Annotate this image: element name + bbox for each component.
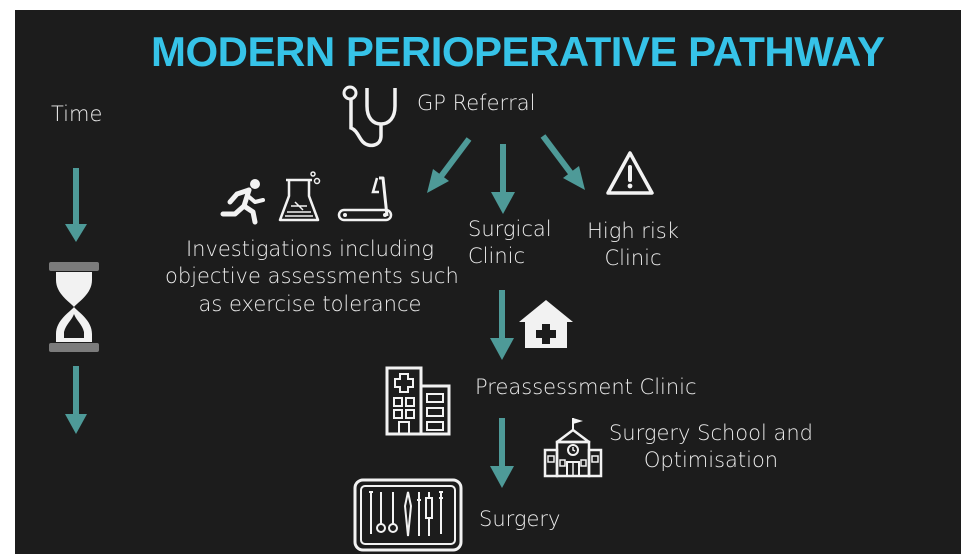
house-medical-icon (519, 300, 573, 348)
arrow-to-surgery (490, 418, 514, 488)
arrow-to-high-risk-clinic (540, 134, 585, 190)
arrow-to-surgical-clinic (491, 144, 515, 214)
page-title: MODERN PERIOPERATIVE PATHWAY (151, 28, 885, 75)
time-label: Time (51, 102, 103, 126)
lab-flask-icon (278, 171, 321, 222)
investigations-label: Investigations including objective asses… (165, 237, 459, 316)
stethoscope-icon (342, 85, 397, 148)
hourglass-icon (49, 262, 99, 352)
time-arrow-bottom (65, 366, 87, 434)
hospital-building-icon (385, 366, 451, 436)
treadmill-icon (337, 176, 393, 222)
gp-referral-label: GP Referral (417, 91, 536, 115)
diagram-canvas: MODERN PERIOPERATIVE PATHWAY Time GP Ref… (15, 10, 961, 554)
time-arrow-top (65, 168, 87, 242)
runner-icon (220, 179, 265, 225)
preassessment-clinic-label: Preassessment Clinic (475, 375, 697, 399)
surgical-instruments-icon (353, 478, 463, 552)
arrow-to-preassessment (490, 290, 514, 360)
warning-icon (606, 151, 654, 195)
surgical-clinic-label: Surgical Clinic (468, 217, 552, 269)
school-icon (543, 418, 603, 478)
surgery-school-label: Surgery School and Optimisation (608, 421, 814, 473)
arrow-to-investigations (427, 137, 472, 193)
surgery-label: Surgery (479, 507, 561, 531)
high-risk-clinic-label: High risk Clinic (587, 219, 679, 271)
